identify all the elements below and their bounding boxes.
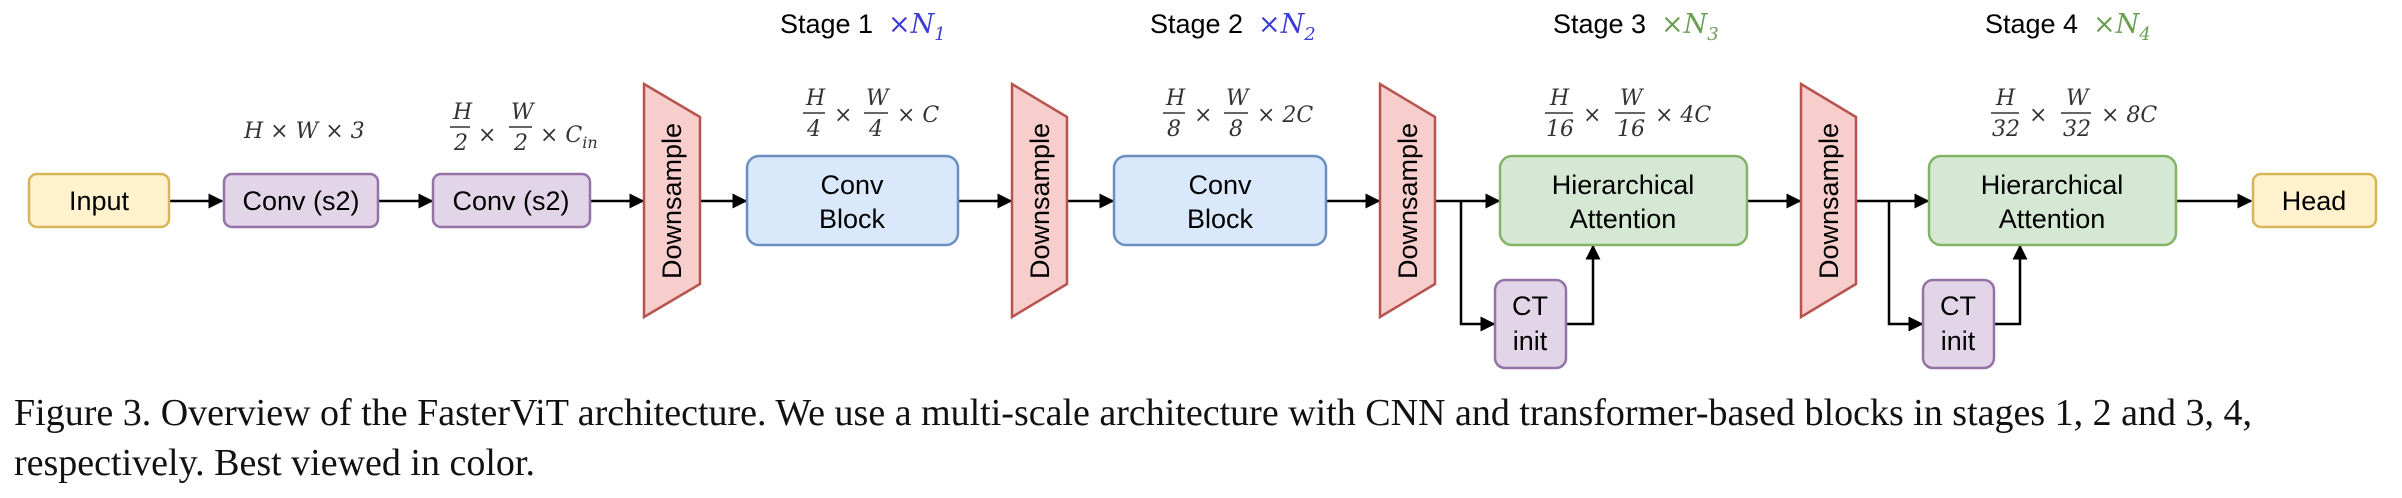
- svg-text:Downsample: Downsample: [657, 123, 687, 279]
- conv-block-node-2: Conv Block: [1112, 154, 1328, 247]
- svg-text:Hierarchical: Hierarchical: [1552, 170, 1695, 200]
- hierarchical-attention-node-1: Hierarchical Attention: [1498, 154, 1749, 247]
- svg-text:4: 4: [806, 117, 821, 142]
- stage-2-title: Stage 2 ×N2: [1150, 9, 1316, 45]
- svg-text:Attention: Attention: [1999, 204, 2106, 234]
- downsample-node-1: Downsample: [642, 81, 702, 320]
- svg-text:W: W: [866, 86, 891, 111]
- svg-text:2: 2: [513, 131, 528, 156]
- conv-block-node-1: Conv Block: [745, 154, 960, 247]
- svg-text:CT: CT: [1940, 291, 1976, 321]
- svg-text:Conv: Conv: [820, 170, 884, 200]
- svg-text:Conv: Conv: [1188, 170, 1252, 200]
- svg-text:Block: Block: [819, 204, 886, 234]
- svg-text:×: ×: [1583, 103, 1601, 128]
- svg-text:×N2: ×N2: [1258, 9, 1316, 45]
- svg-text:Downsample: Downsample: [1025, 123, 1055, 279]
- svg-text:×N1: ×N1: [888, 9, 946, 45]
- svg-text:Downsample: Downsample: [1393, 123, 1423, 279]
- svg-text:Head: Head: [2282, 186, 2347, 216]
- figure-caption: Figure 3. Overview of the FasterViT arch…: [14, 392, 2253, 484]
- svg-text:8: 8: [1229, 117, 1243, 142]
- svg-text:CT: CT: [1512, 291, 1548, 321]
- dim-stage-3: H 16 × W 16 × 4C: [1545, 86, 1711, 142]
- svg-text:Stage 3: Stage 3: [1553, 9, 1646, 39]
- svg-text:Input: Input: [69, 186, 130, 216]
- downsample-node-2: Downsample: [1010, 81, 1069, 320]
- svg-text:8: 8: [1167, 117, 1181, 142]
- ct-init-node-1: CT init: [1493, 278, 1568, 370]
- input-node: Input: [27, 172, 171, 229]
- head-node: Head: [2251, 172, 2378, 229]
- hierarchical-attention-node-2: Hierarchical Attention: [1927, 154, 2178, 247]
- svg-text:2: 2: [453, 131, 468, 156]
- conv-s2-node-1: Conv (s2): [222, 172, 380, 229]
- svg-text:H: H: [1165, 86, 1186, 111]
- svg-text:× 4C: × 4C: [1655, 103, 1711, 128]
- svg-text:init: init: [1941, 326, 1976, 356]
- svg-text:Conv (s2): Conv (s2): [242, 186, 359, 216]
- svg-text:× C: × C: [897, 103, 939, 128]
- svg-text:Hierarchical: Hierarchical: [1981, 170, 2124, 200]
- stage-1-title: Stage 1 ×N1: [780, 9, 946, 45]
- svg-text:× 8C: × 8C: [2101, 103, 2157, 128]
- svg-text:16: 16: [1546, 117, 1574, 142]
- svg-text:H: H: [1995, 86, 2016, 111]
- svg-text:Attention: Attention: [1570, 204, 1677, 234]
- svg-text:Stage 1: Stage 1: [780, 9, 873, 39]
- svg-text:Stage 4: Stage 4: [1985, 9, 2078, 39]
- svg-text:W: W: [1226, 86, 1251, 111]
- svg-text:H: H: [452, 100, 473, 125]
- svg-text:Block: Block: [1187, 204, 1254, 234]
- svg-text:Stage 2: Stage 2: [1150, 9, 1243, 39]
- downsample-node-4: Downsample: [1799, 81, 1858, 320]
- dim-input: H × W × 3: [243, 119, 365, 144]
- svg-text:×: ×: [2029, 103, 2047, 128]
- dim-stage-4: H 32 × W 32 × 8C: [1991, 86, 2157, 142]
- architecture-diagram: Stage 1 ×N1 Stage 2 ×N2 Stage 3 ×N3 Stag…: [27, 9, 2378, 370]
- svg-text:H: H: [805, 86, 826, 111]
- svg-text:× 2C: × 2C: [1257, 103, 1313, 128]
- svg-text:W: W: [511, 100, 536, 125]
- stage-4-title: Stage 4 ×N4: [1985, 9, 2151, 45]
- stage-3-title: Stage 3 ×N3: [1553, 9, 1719, 45]
- svg-text:Downsample: Downsample: [1814, 123, 1844, 279]
- svg-text:32: 32: [1992, 117, 2020, 142]
- svg-text:16: 16: [1617, 117, 1645, 142]
- svg-text:Conv (s2): Conv (s2): [452, 186, 569, 216]
- dim-stage-2: H 8 × W 8 × 2C: [1163, 86, 1313, 142]
- svg-text:×N3: ×N3: [1661, 9, 1719, 45]
- svg-text:H: H: [1549, 86, 1570, 111]
- svg-text:4: 4: [868, 117, 883, 142]
- svg-text:×N4: ×N4: [2093, 9, 2151, 45]
- svg-text:W: W: [2066, 86, 2091, 111]
- ct-init-node-2: CT init: [1921, 278, 1996, 370]
- dim-stage-1: H 4 × W 4 × C: [803, 86, 939, 142]
- svg-text:×: ×: [1194, 103, 1212, 128]
- conv-s2-node-2: Conv (s2): [431, 172, 592, 229]
- edges: [169, 193, 2253, 332]
- svg-text:32: 32: [2063, 117, 2091, 142]
- svg-text:× Cin: × Cin: [540, 123, 598, 152]
- svg-text:×: ×: [834, 103, 852, 128]
- dim-stem: H 2 × W 2 × Cin: [450, 100, 598, 156]
- svg-text:×: ×: [478, 123, 496, 148]
- svg-text:init: init: [1513, 326, 1548, 356]
- downsample-node-3: Downsample: [1378, 81, 1437, 320]
- svg-text:W: W: [1620, 86, 1645, 111]
